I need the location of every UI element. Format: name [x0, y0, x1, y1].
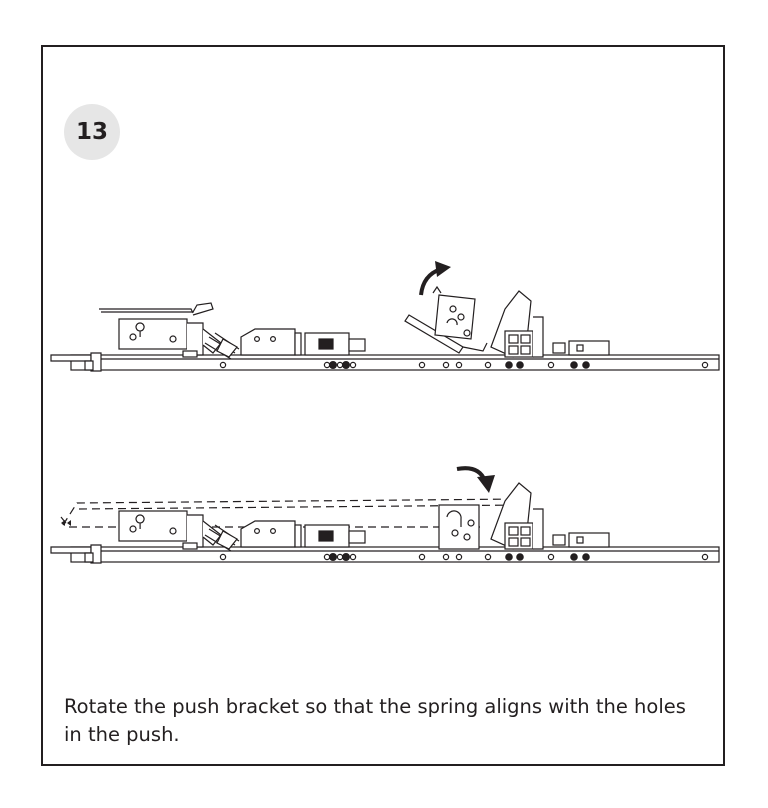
instruction-text: Rotate the push bracket so that the spri…: [64, 695, 686, 746]
step-number: 13: [75, 119, 108, 145]
counterclockwise-arrow-icon: [419, 261, 451, 296]
base-rail: [50, 352, 720, 372]
middle-block-2: [240, 520, 366, 562]
right-motor-housing-2: [490, 482, 610, 561]
assembly-illustration: [50, 261, 720, 564]
push-bracket-tilted: [404, 285, 488, 354]
right-motor-housing: [490, 290, 610, 369]
instruction-card: 13: [41, 45, 725, 766]
left-latch-assembly: [99, 302, 240, 360]
figure-before-rotation: [50, 261, 720, 372]
push-bracket-upright: [438, 504, 480, 550]
left-latch-assembly-2: [118, 510, 240, 552]
step-number-badge: 13: [64, 104, 120, 160]
clockwise-arrow-icon: [456, 466, 495, 493]
base-rail-2: [50, 544, 720, 564]
figure-after-rotation: [50, 466, 720, 564]
middle-block: [240, 328, 366, 370]
double-chevron-left-icon: [61, 520, 71, 526]
